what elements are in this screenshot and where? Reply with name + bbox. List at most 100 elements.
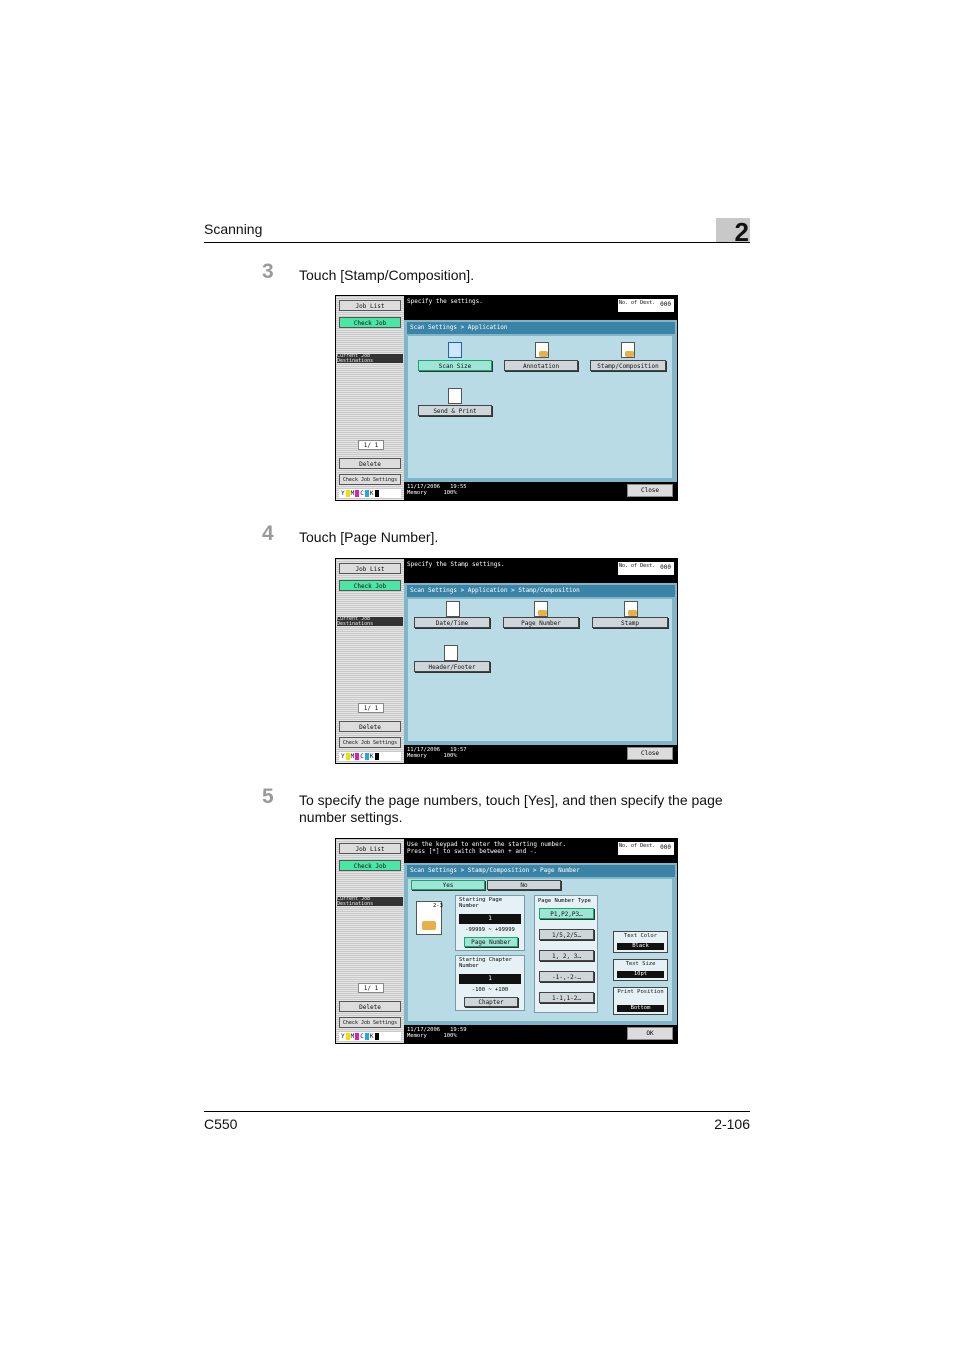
text-color-value: Black [617,943,664,950]
screenshot-application: Job List Check Job Current Job Destinati… [335,295,678,501]
starting-chapter-range: -100 ~ +100 [471,987,509,993]
content-area: Yes No 2-3 Starting Page Number 1 -99999… [408,879,672,1021]
check-job-button[interactable]: Check Job [339,317,401,328]
text-color-label: Text Color [623,933,658,939]
toner-c-label: C [360,1033,364,1040]
sidebar: Job List Check Job Current Job Destinati… [336,559,404,763]
job-list-button[interactable]: Job List [339,300,401,311]
close-button[interactable]: Close [627,484,673,497]
check-job-settings-button[interactable]: Check Job Settings [339,474,401,485]
status-bar: 11/17/2006 19:55 Memory 100% Close [404,482,677,500]
footer-divider [204,1111,750,1112]
date-time-button[interactable]: Date/Time [414,617,490,628]
starting-page-label: Starting Page Number [459,897,503,909]
sidebar: Job List Check Job Current Job Destinati… [336,296,404,500]
page-number-type-button[interactable]: Page Number [464,937,518,947]
sidebar: Job List Check Job Current Job Destinati… [336,839,404,1043]
starting-chapter-label: Starting Chapter Number [459,957,512,969]
ok-button[interactable]: OK [627,1027,673,1040]
status-time: 19:59 [450,1027,467,1033]
status-bar: 11/17/2006 19:57 Memory 100% Close [404,745,677,763]
step-number: 5 [262,785,274,808]
type-option-fraction-button[interactable]: 1/5,2/5… [539,929,594,940]
toner-indicator: Y M C K [339,752,401,761]
check-job-settings-button[interactable]: Check Job Settings [339,1017,401,1028]
breadcrumb: Scan Settings > Application > Stamp/Comp… [407,585,675,597]
step-number: 4 [262,522,274,545]
message-bar: Use the keypad to enter the starting num… [404,839,677,863]
counter-label: No. of Dest. [619,843,656,849]
scan-size-button[interactable]: Scan Size [418,360,492,371]
message-bar: Specify the Stamp settings. No. of Dest.… [404,559,677,583]
toner-m-label: M [350,753,355,760]
header-footer-button[interactable]: Header/Footer [414,661,490,672]
starting-page-range: -99999 ~ +99999 [465,927,515,933]
page-number-type-label: Page Number Type [538,898,591,904]
starting-chapter-value[interactable]: 1 [459,974,521,984]
stamp-composition-button[interactable]: Stamp/Composition [590,360,666,371]
print-position-button[interactable]: Print Position Bottom [613,987,668,1015]
page-number-type-box: Page Number Type P1,P2,P3… 1/5,2/5… 1, 2… [534,895,598,1013]
toner-indicator: Y M C K [339,1032,401,1041]
text-color-button[interactable]: Text Color Black [613,931,668,953]
status-time: 19:55 [450,484,467,490]
content-area: Scan Size Annotation Stamp/Composition S… [408,336,672,478]
status-memory: Memory [407,1033,427,1039]
chapter-button[interactable]: Chapter [464,997,518,1007]
toner-m-icon [355,490,360,497]
text-size-label: Text Size [625,961,656,967]
job-list-button[interactable]: Job List [339,843,401,854]
step-number: 3 [262,260,274,283]
dest-counter: No. of Dest.000 [618,299,674,312]
toner-m-label: M [350,490,355,497]
close-button[interactable]: Close [627,747,673,760]
send-print-button[interactable]: Send & Print [418,405,492,416]
page-number-button[interactable]: Page Number [503,617,579,628]
text-size-button[interactable]: Text Size 10pt [613,959,668,981]
toner-k-icon [374,1033,379,1040]
starting-page-value[interactable]: 1 [459,914,521,924]
toner-k-icon [374,753,379,760]
header-footer-icon [444,645,458,661]
message-text: Specify the Stamp settings. [407,561,505,568]
footer-model: C550 [204,1116,238,1132]
annotation-button[interactable]: Annotation [504,360,578,371]
step-text: Touch [Stamp/Composition]. [299,267,475,283]
check-job-button[interactable]: Check Job [339,580,401,591]
no-button[interactable]: No [487,880,561,890]
type-option-dash-button[interactable]: -1-,-2-… [539,971,594,982]
type-option-numeric-button[interactable]: 1, 2, 3… [539,950,594,961]
screenshot-page-number: Job List Check Job Current Job Destinati… [335,838,678,1044]
date-time-icon [446,601,460,617]
job-list-button[interactable]: Job List [339,563,401,574]
counter-value: 000 [660,564,671,571]
toner-indicator: Y M C K [339,489,401,498]
status-date: 11/17/2006 [407,484,441,490]
status-memory: Memory [407,753,427,759]
current-destinations: Current Job Destinations [337,617,403,626]
counter-label: No. of Dest. [619,300,656,306]
check-job-settings-button[interactable]: Check Job Settings [339,737,401,748]
check-job-button[interactable]: Check Job [339,860,401,871]
delete-button[interactable]: Delete [339,721,401,732]
stamp-button[interactable]: Stamp [592,617,668,628]
step-text: To specify the page numbers, touch [Yes]… [299,792,723,825]
delete-button[interactable]: Delete [339,458,401,469]
scan-size-icon [448,342,462,358]
toner-k-label: K [369,490,374,497]
type-option-p1-button[interactable]: P1,P2,P3… [539,908,594,919]
status-date: 11/17/2006 [407,747,441,753]
toner-y-icon [345,1033,350,1040]
delete-button[interactable]: Delete [339,1001,401,1012]
chapter-badge: 2 [716,218,750,246]
step-text: Touch [Page Number]. [299,529,439,545]
toner-c-label: C [360,753,364,760]
type-option-chapter-button[interactable]: 1-1,1-2… [539,992,594,1003]
main-area: Scan Settings > Stamp/Composition > Page… [404,863,677,1025]
toner-k-icon [374,490,379,497]
header-divider [204,242,750,243]
yes-button[interactable]: Yes [411,880,485,890]
starting-chapter-box: Starting Chapter Number 1 -100 ~ +100 Ch… [455,955,525,1011]
pager: 1/ 1 [358,983,384,993]
status-memory: Memory [407,490,427,496]
